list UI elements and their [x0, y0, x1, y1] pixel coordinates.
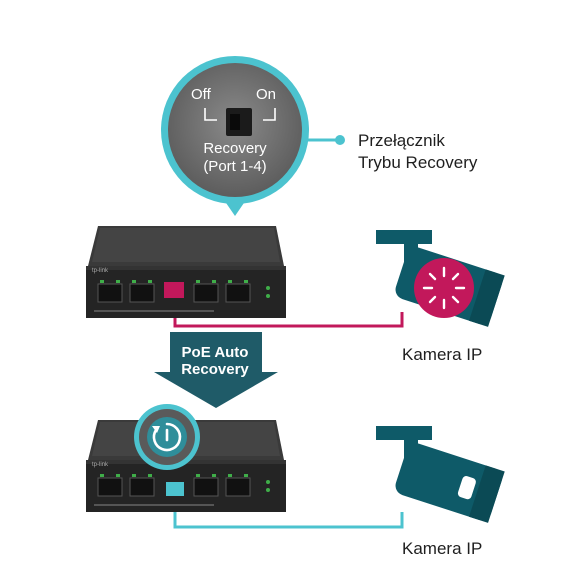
- switch-top-brand: tp-link: [92, 268, 109, 274]
- auto-recovery-badge: [134, 404, 200, 470]
- power-cycle-icon: [152, 422, 182, 452]
- callout-line1: Przełącznik: [358, 131, 445, 150]
- poe-arrow-line1: PoE Auto: [181, 344, 249, 361]
- callout-text: Przełącznik Trybu Recovery: [358, 130, 477, 174]
- camera-top-label: Kamera IP: [402, 345, 483, 364]
- poe-arrow-line2: Recovery: [181, 361, 249, 378]
- loading-icon: [422, 266, 466, 310]
- callout-dot: [335, 135, 345, 145]
- callout-line2: Trybu Recovery: [358, 153, 478, 172]
- ip-camera-top: [376, 230, 505, 327]
- switch-bottom-brand: tp-link: [92, 462, 109, 468]
- camera-bottom-label: Kamera IP: [402, 539, 483, 558]
- switch-on-label: On: [256, 86, 277, 103]
- ip-camera-bottom: [376, 426, 505, 523]
- switch-title-line1: Recovery: [203, 140, 267, 157]
- recovery-switch-zoom: [161, 56, 309, 216]
- switch-off-label: Off: [191, 86, 211, 103]
- network-switch-top: [86, 226, 286, 318]
- switch-title: Recovery (Port 1-4): [185, 140, 285, 176]
- poe-arrow-text: PoE Auto Recovery: [165, 344, 265, 378]
- poe-arrow: [154, 332, 278, 408]
- switch-title-line2: (Port 1-4): [203, 158, 267, 175]
